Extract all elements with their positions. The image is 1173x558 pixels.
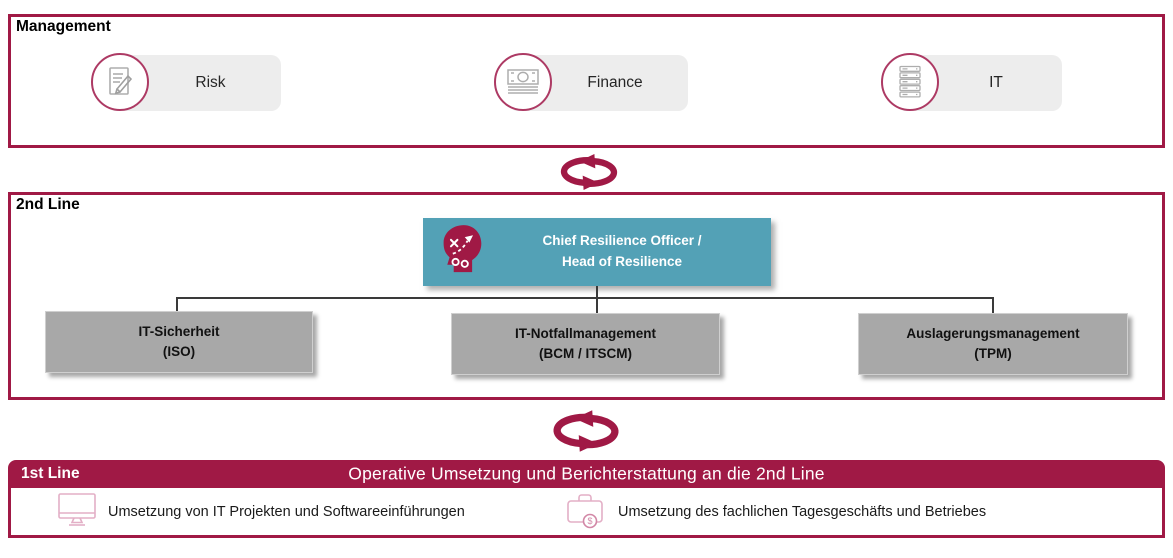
unit-label-line1: IT-Sicherheit	[138, 323, 220, 339]
it-label: IT	[989, 74, 1003, 91]
first-line-header-text: Operative Umsetzung und Berichterstattun…	[348, 463, 825, 484]
first-line-item-label: Umsetzung des fachlichen Tagesgeschäfts …	[618, 503, 987, 520]
cycle-arrows-icon	[534, 409, 638, 453]
finance-label: Finance	[587, 74, 643, 91]
banknotes-icon	[494, 53, 552, 111]
chief-resilience-officer-label: Chief Resilience Officer / Head of Resil…	[485, 231, 771, 273]
svg-text:$: $	[587, 516, 592, 526]
first-line-header-bar: 1st Line Operative Umsetzung und Bericht…	[8, 460, 1165, 488]
connector-line	[596, 297, 598, 313]
unit-label-line2: (TPM)	[974, 346, 1012, 361]
unit-label-line2: (BCM / ITSCM)	[539, 346, 632, 361]
second-line-section-label: 2nd Line	[16, 196, 80, 213]
first-line-panel: Umsetzung von IT Projekten und Softwaree…	[8, 488, 1165, 538]
risk-label: Risk	[195, 74, 226, 91]
unit-box-it-sicherheit: IT-Sicherheit (ISO)	[45, 311, 313, 373]
unit-label-line1: IT-Notfallmanagement	[514, 325, 657, 341]
first-line-item-label: Umsetzung von IT Projekten und Softwaree…	[108, 503, 465, 520]
connector-line	[176, 297, 993, 299]
lead-label-line1: Chief Resilience Officer /	[542, 233, 702, 249]
lead-label-line2: Head of Resilience	[561, 254, 683, 269]
first-line-section-label: 1st Line	[21, 465, 80, 482]
management-section: Management Risk Finance	[8, 14, 1165, 148]
connector-line	[992, 297, 994, 313]
first-line-item-daily-business: $ Umsetzung des fachlichen Tagesgeschäft…	[565, 490, 986, 534]
connector-line	[176, 297, 178, 311]
server-stack-icon	[881, 53, 939, 111]
connector-line	[596, 286, 598, 297]
unit-box-auslagerungsmanagement: Auslagerungsmanagement (TPM)	[858, 313, 1128, 375]
cycle-arrows-icon	[541, 154, 637, 190]
unit-label-line2: (ISO)	[162, 344, 196, 359]
chief-resilience-officer-box: Chief Resilience Officer / Head of Resil…	[423, 218, 771, 286]
document-pencil-icon	[91, 53, 149, 111]
management-section-label: Management	[16, 18, 111, 35]
unit-box-it-notfallmanagement: IT-Notfallmanagement (BCM / ITSCM)	[451, 313, 720, 375]
briefcase-dollar-icon: $	[565, 490, 607, 534]
monitor-icon	[57, 491, 97, 533]
unit-label-line1: Auslagerungsmanagement	[906, 325, 1080, 341]
second-line-section: 2nd Line Chief Resilience Officer / Head…	[8, 192, 1165, 400]
first-line-item-it-projects: Umsetzung von IT Projekten und Softwaree…	[57, 491, 465, 533]
strategy-head-icon	[439, 223, 485, 282]
